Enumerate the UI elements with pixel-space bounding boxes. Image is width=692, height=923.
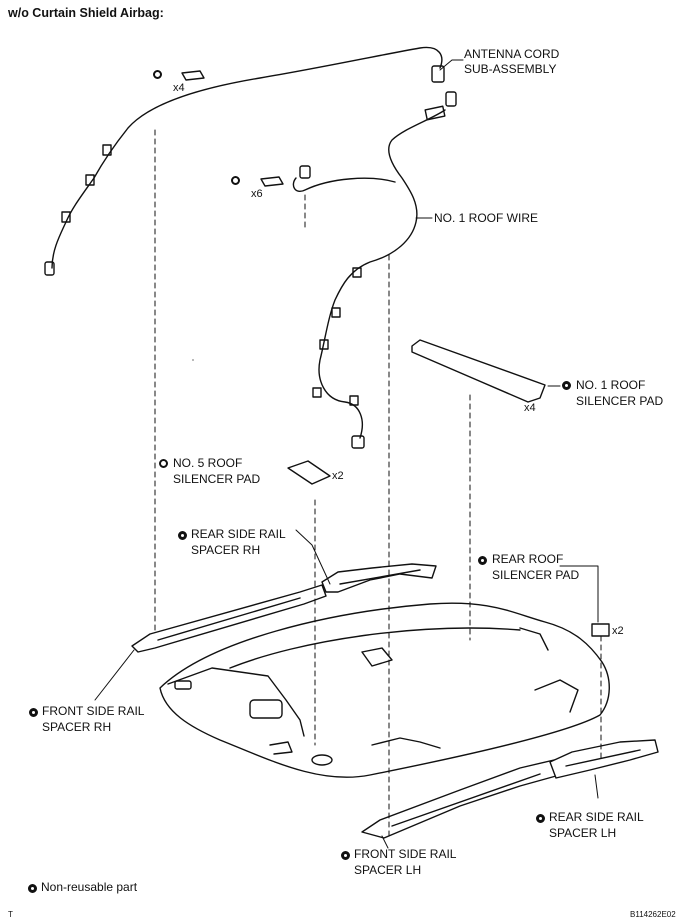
footer-mark: T xyxy=(8,910,13,919)
non-reusable-marker xyxy=(562,381,571,390)
no1-roof-silencer-pad xyxy=(411,339,546,403)
antenna-cord xyxy=(44,46,457,276)
rear-roof-pad-quantity: x2 xyxy=(612,625,624,637)
rear-roof-pad-label-line1: REAR ROOF xyxy=(492,552,564,566)
no5-pad-label-line2: SILENCER PAD xyxy=(173,472,261,486)
no1-pad-label-line2: SILENCER PAD xyxy=(576,394,664,408)
legend-non-reusable-marker xyxy=(28,884,37,893)
front-rail-lh-label-line2: SPACER LH xyxy=(354,863,422,877)
no1-pad-label-line1: NO. 1 ROOF xyxy=(576,378,646,392)
front-rail-rh-label-line1: FRONT SIDE RAIL xyxy=(42,704,145,718)
clip-top xyxy=(181,70,205,81)
figure-code: B114262E02 xyxy=(630,910,676,919)
diagram-title: w/o Curtain Shield Airbag: xyxy=(8,6,164,20)
rear-rail-rh-label-line2: SPACER RH xyxy=(191,543,261,557)
roof-wire-label: NO. 1 ROOF WIRE xyxy=(434,211,539,225)
no1-pad-quantity: x4 xyxy=(524,402,536,414)
rear-rail-rh-label-line1: REAR SIDE RAIL xyxy=(191,527,286,541)
antenna-cord-label-line2: SUB-ASSEMBLY xyxy=(464,62,557,76)
rear-rail-lh-label-line2: SPACER LH xyxy=(549,826,617,840)
clip-top-quantity: x4 xyxy=(173,82,185,94)
reuse-marker xyxy=(231,176,240,185)
front-rail-lh-label-line1: FRONT SIDE RAIL xyxy=(354,847,457,861)
reuse-marker xyxy=(159,459,168,468)
clip-mid xyxy=(260,176,284,187)
clip-mid-quantity: x6 xyxy=(251,188,263,200)
front-side-rail-spacer-lh-part xyxy=(361,759,557,839)
antenna-cord-label-line1: ANTENNA CORD xyxy=(464,47,560,61)
reuse-marker xyxy=(153,70,162,79)
rear-side-rail-spacer-lh-part xyxy=(549,739,659,779)
non-reusable-marker xyxy=(536,814,545,823)
non-reusable-marker xyxy=(478,556,487,565)
front-side-rail-spacer-rh-part xyxy=(131,584,327,653)
no5-pad-label-line1: NO. 5 ROOF xyxy=(173,456,243,470)
no1-roof-wire xyxy=(292,109,446,449)
rear-roof-silencer-pad xyxy=(591,623,610,637)
legend-text: Non-reusable part xyxy=(41,880,138,894)
non-reusable-marker xyxy=(341,851,350,860)
rear-rail-lh-label-line1: REAR SIDE RAIL xyxy=(549,810,644,824)
front-rail-rh-label-line2: SPACER RH xyxy=(42,720,112,734)
rear-side-rail-spacer-rh-part xyxy=(321,563,437,593)
roof-headliner xyxy=(159,602,610,778)
non-reusable-marker xyxy=(29,708,38,717)
non-reusable-marker xyxy=(178,531,187,540)
rear-roof-pad-label-line2: SILENCER PAD xyxy=(492,568,580,582)
no5-pad-quantity: x2 xyxy=(332,470,344,482)
no5-roof-silencer-pad xyxy=(287,460,331,485)
